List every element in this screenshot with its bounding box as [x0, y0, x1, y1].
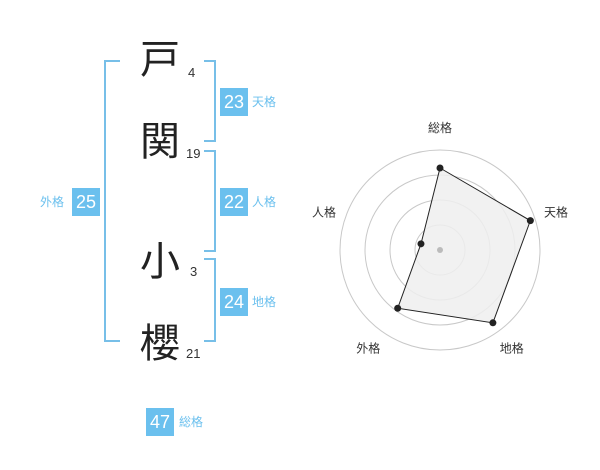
- radar-axis-label-2: 天格: [544, 204, 568, 219]
- gaikaku-bracket: [104, 60, 120, 342]
- radar-point-4: [394, 304, 402, 312]
- chikaku-label: 地格: [252, 295, 277, 309]
- jinkaku-score: 22: [220, 188, 248, 216]
- radar-point-2: [526, 217, 534, 225]
- name-char-2: 関: [140, 119, 180, 165]
- radar-series-polygon: [397, 167, 531, 324]
- chikaku-score: 24: [220, 288, 248, 316]
- name-char-4: 櫻: [140, 321, 180, 367]
- chikaku-bracket: [204, 258, 216, 342]
- radar-point-5: [417, 240, 425, 248]
- name-char-3: 小: [140, 239, 180, 285]
- stroke-count-1: 4: [188, 65, 196, 80]
- gaikaku-label: 外格: [40, 195, 65, 209]
- tenkaku-bracket: [204, 60, 216, 142]
- gaikaku-score: 25: [72, 188, 100, 216]
- radar-grid-ring: [339, 149, 541, 351]
- tenkaku-score: 23: [220, 88, 248, 116]
- radar-axis-label-5: 人格: [312, 204, 336, 219]
- stroke-count-3: 3: [190, 264, 198, 279]
- stroke-count-4: 21: [186, 346, 201, 361]
- soukaku-label: 総格: [179, 415, 204, 429]
- radar-axis-label-3: 地格: [500, 341, 524, 356]
- name-char-1: 戸: [140, 37, 180, 83]
- radar-point-3: [489, 319, 497, 327]
- radar-axis-label-4: 外格: [356, 341, 380, 356]
- soukaku-score: 47: [146, 408, 174, 436]
- jinkaku-label: 人格: [252, 195, 277, 209]
- radar-center-dot: [437, 247, 443, 253]
- radar-point-1: [436, 164, 444, 172]
- radar-axis-label-1: 総格: [428, 120, 452, 135]
- tenkaku-label: 天格: [252, 95, 277, 109]
- stroke-count-2: 19: [186, 146, 201, 161]
- jinkaku-bracket: [204, 150, 216, 252]
